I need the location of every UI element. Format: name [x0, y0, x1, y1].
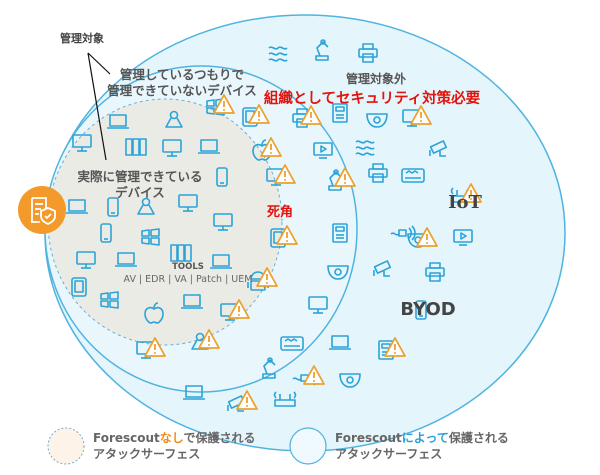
warning-icon — [260, 137, 282, 157]
laptop-icon — [66, 199, 88, 214]
warning-icon — [410, 105, 432, 125]
monitor-icon — [178, 194, 198, 212]
doorbell-icon — [390, 225, 416, 241]
legend-highlight: によって — [401, 431, 449, 445]
legend-highlight: なし — [159, 431, 184, 445]
waves-icon — [268, 46, 288, 62]
laptop-icon — [181, 294, 203, 309]
warning-icon — [213, 94, 235, 114]
actually-managed-label-1: 実際に管理できている — [77, 169, 203, 184]
switch-icon — [401, 168, 425, 183]
warning-icon — [300, 105, 322, 125]
windows-icon — [100, 291, 119, 309]
printer-icon — [425, 262, 445, 282]
monitor-icon — [308, 296, 328, 314]
linux-icon — [165, 110, 183, 128]
laptop-icon — [210, 254, 232, 269]
assumed-managed-label-2: 管理できていないデバイス — [107, 83, 257, 98]
warning-icon — [256, 267, 278, 287]
dome-icon — [339, 373, 361, 388]
pointer-line — [87, 52, 107, 161]
phone-icon — [415, 300, 427, 320]
warning-icon — [303, 365, 325, 385]
legend-without-forescout: Forescoutなしで保護される アタックサーフェス — [93, 430, 255, 462]
warning-icon — [460, 183, 482, 203]
deskphone-icon — [332, 103, 348, 123]
monitor-icon — [213, 213, 233, 231]
laptop-icon — [329, 335, 351, 350]
phone-icon — [100, 223, 112, 243]
legend-suffix: で保護される — [183, 431, 256, 445]
phone-icon — [216, 167, 228, 187]
camera-icon — [373, 260, 392, 277]
linux-icon — [137, 197, 155, 215]
legend-swatch-with-forescout — [289, 427, 327, 465]
tools-list: AV | EDR | VA | Patch | UEM — [123, 274, 253, 285]
policy-shield-icon — [31, 197, 56, 226]
managed-target-label: 管理対象 — [60, 32, 104, 45]
legend-line2: アタックサーフェス — [93, 447, 201, 461]
legend-with-forescout: Forescoutによって保護される アタックサーフェス — [335, 430, 509, 462]
warning-icon — [416, 227, 438, 247]
server-icon — [170, 244, 192, 262]
legend-suffix: 保護される — [448, 431, 509, 445]
warning-icon — [276, 225, 298, 245]
assumed-managed-label-1: 管理しているつもりで — [119, 67, 245, 82]
printer-icon — [368, 163, 388, 183]
monitor-icon — [76, 251, 96, 269]
printer-icon — [358, 43, 378, 63]
switch-icon — [280, 336, 304, 351]
deskphone-icon — [332, 223, 348, 243]
warning-icon — [248, 104, 270, 124]
camera-icon — [429, 140, 448, 157]
iot-label: IoT — [448, 192, 482, 213]
laptop-icon — [107, 114, 129, 129]
warning-icon — [384, 337, 406, 357]
waves-icon — [355, 140, 375, 156]
laptop-icon — [115, 252, 137, 267]
warning-icon — [144, 337, 166, 357]
legend-prefix: Forescout — [93, 431, 160, 445]
warning-icon — [228, 299, 250, 319]
warning-icon — [334, 167, 356, 187]
org-security-needed-label: 組織としてセキュリティ対策必要 — [263, 91, 481, 107]
server-icon — [125, 138, 147, 156]
tv-icon — [453, 229, 473, 246]
monitor-icon — [162, 139, 182, 157]
legend-line2: アタックサーフェス — [335, 447, 443, 461]
phone-icon — [107, 197, 119, 217]
windows-icon — [141, 228, 160, 246]
robot-icon — [328, 169, 342, 191]
forescout-badge — [18, 186, 66, 234]
laptop-icon — [183, 385, 205, 400]
tools-title: TOOLS — [172, 262, 204, 272]
warning-icon — [274, 164, 296, 184]
dome-icon — [366, 113, 388, 128]
warning-icon — [198, 329, 220, 349]
legend-swatch-without-forescout — [47, 427, 85, 465]
warning-icon — [236, 390, 258, 410]
laptop-icon — [198, 139, 220, 154]
byod-label: BYOD — [400, 299, 456, 320]
dome-icon — [327, 265, 349, 280]
monitor-icon — [72, 134, 92, 152]
actually-managed-circle — [47, 98, 283, 346]
robot-icon — [315, 39, 329, 61]
tablet-icon — [71, 277, 87, 297]
apple-icon — [144, 302, 164, 324]
actually-managed-label-2: デバイス — [115, 185, 165, 200]
tv-icon — [313, 142, 333, 159]
legend-prefix: Forescout — [335, 431, 402, 445]
router-icon — [273, 391, 297, 407]
robot-icon — [262, 357, 276, 379]
out-of-scope-label: 管理対象外 — [345, 72, 407, 86]
blind-spot-label: 死角 — [266, 205, 294, 220]
pointer-line — [87, 52, 111, 75]
